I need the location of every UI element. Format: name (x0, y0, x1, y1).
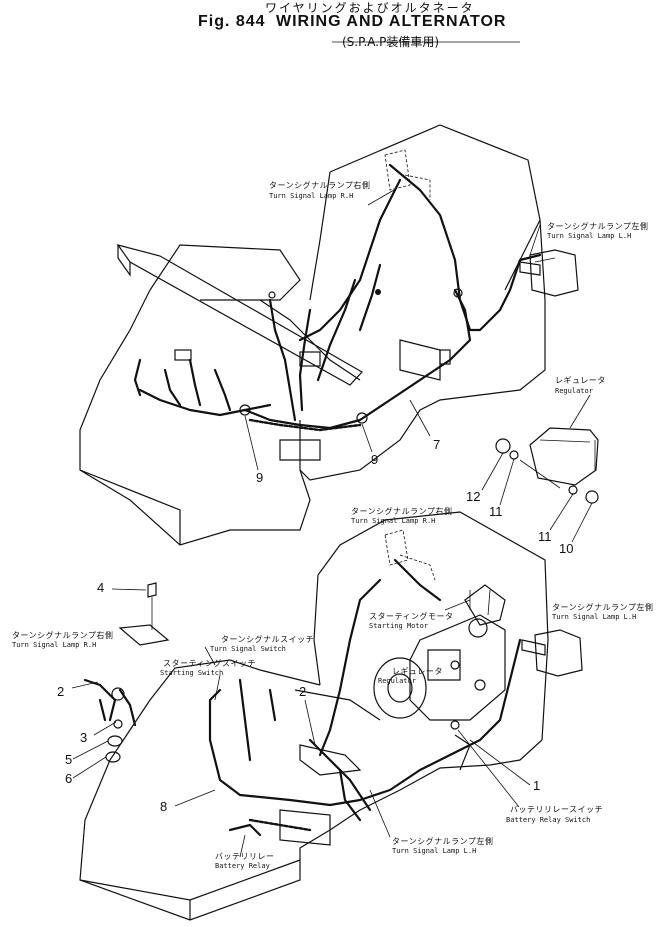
label-turn-signal-lamp-rh-lower-jp: ターンシグナルランプ右側 (351, 507, 453, 516)
lower-callout-leaders (71, 588, 531, 858)
callout-1: 1 (533, 778, 541, 793)
callout-11-upper: 11 (489, 504, 503, 519)
callout-6: 6 (65, 771, 73, 786)
title-english: WIRING AND ALTERNATOR (276, 13, 507, 30)
label-turn-signal-lamp-lh-upper-en: Turn Signal Lamp L.H (547, 232, 632, 240)
upper-rh-lamp-dashed-box (384, 149, 431, 200)
callout-8: 8 (160, 799, 168, 814)
label-battery-relay-en: Battery Relay (215, 862, 270, 870)
lower-wiring-harness (83, 558, 522, 837)
label-turn-signal-lamp-lh-lower-right-en: Turn Signal Lamp L.H (552, 613, 637, 621)
label-turn-signal-lamp-rh-upper-en: Turn Signal Lamp R.H (269, 192, 354, 200)
label-turn-signal-lamp-lh-lower-bottom-en: Turn Signal Lamp L.H (392, 847, 477, 855)
callout-9-left: 9 (256, 470, 264, 485)
label-turn-signal-lamp-lh-upper-jp: ターンシグナルランプ左側 (547, 222, 649, 231)
label-regulator-upper-en: Regulator (555, 387, 593, 395)
label-turn-signal-lamp-rh-lower-en: Turn Signal Lamp R.H (351, 517, 436, 525)
label-starting-motor-jp: スターティングモータ (369, 612, 454, 621)
title-japanese: ワイヤリングおよびオルタネータ (265, 1, 475, 15)
callout-9-right: 9 (371, 452, 379, 467)
label-starting-switch-en: Starting Switch (160, 669, 224, 677)
label-starting-motor-en: Starting Motor (369, 622, 429, 630)
callout-7: 7 (433, 437, 441, 452)
label-turn-signal-lamp-rh-left-jp: ターンシグナルランプ右側 (12, 631, 114, 640)
label-regulator-lower-en: Regulator (378, 677, 416, 685)
callout-2-left: 2 (57, 684, 65, 699)
lower-rh-lamp-dashed-box (384, 529, 436, 581)
callout-11-lower: 11 (538, 529, 552, 544)
label-turn-signal-lamp-lh-lower-bottom-jp: ターンシグナルランプ左側 (392, 837, 494, 846)
lower-machine-body (79, 511, 549, 921)
callout-5: 5 (65, 752, 73, 767)
figure-label: Fig. 844 (198, 13, 266, 30)
label-turn-signal-lamp-rh-left-en: Turn Signal Lamp R.H (12, 641, 97, 649)
label-turn-signal-switch-jp: ターンシグナルスイッチ (221, 635, 315, 644)
upper-machine-body (79, 124, 546, 546)
label-battery-relay-switch-en: Battery Relay Switch (506, 816, 591, 824)
label-turn-signal-lamp-rh-upper-jp: ターンシグナルランプ右側 (269, 181, 371, 190)
lower-lh-lamp (521, 629, 583, 677)
lower-engine-assembly (373, 584, 506, 721)
label-starting-switch-jp: スターティングスイッチ (163, 659, 257, 668)
callout-12: 12 (466, 489, 481, 504)
upper-regulator-assembly (495, 427, 599, 504)
title-subtitle: (S.P.A.P装備車用) (342, 35, 440, 49)
callout-2-center: 2 (299, 684, 307, 699)
label-regulator-lower-jp: レギュレータ (392, 667, 443, 676)
lower-left-hardware (105, 582, 157, 763)
label-battery-relay-switch-jp: バッテリリレースイッチ (510, 805, 604, 814)
upper-lh-lamp (519, 249, 579, 297)
upper-wiring-harness (133, 163, 542, 432)
callout-10: 10 (559, 541, 574, 556)
callout-4: 4 (97, 580, 105, 595)
callout-3: 3 (80, 730, 88, 745)
label-battery-relay-jp: バッテリリレー (215, 852, 275, 861)
upper-callout-leaders (244, 189, 593, 543)
label-turn-signal-lamp-lh-lower-right-jp: ターンシグナルランプ左側 (552, 603, 654, 612)
label-regulator-upper-jp: レギュレータ (555, 376, 606, 385)
label-turn-signal-switch-en: Turn Signal Switch (210, 645, 286, 653)
